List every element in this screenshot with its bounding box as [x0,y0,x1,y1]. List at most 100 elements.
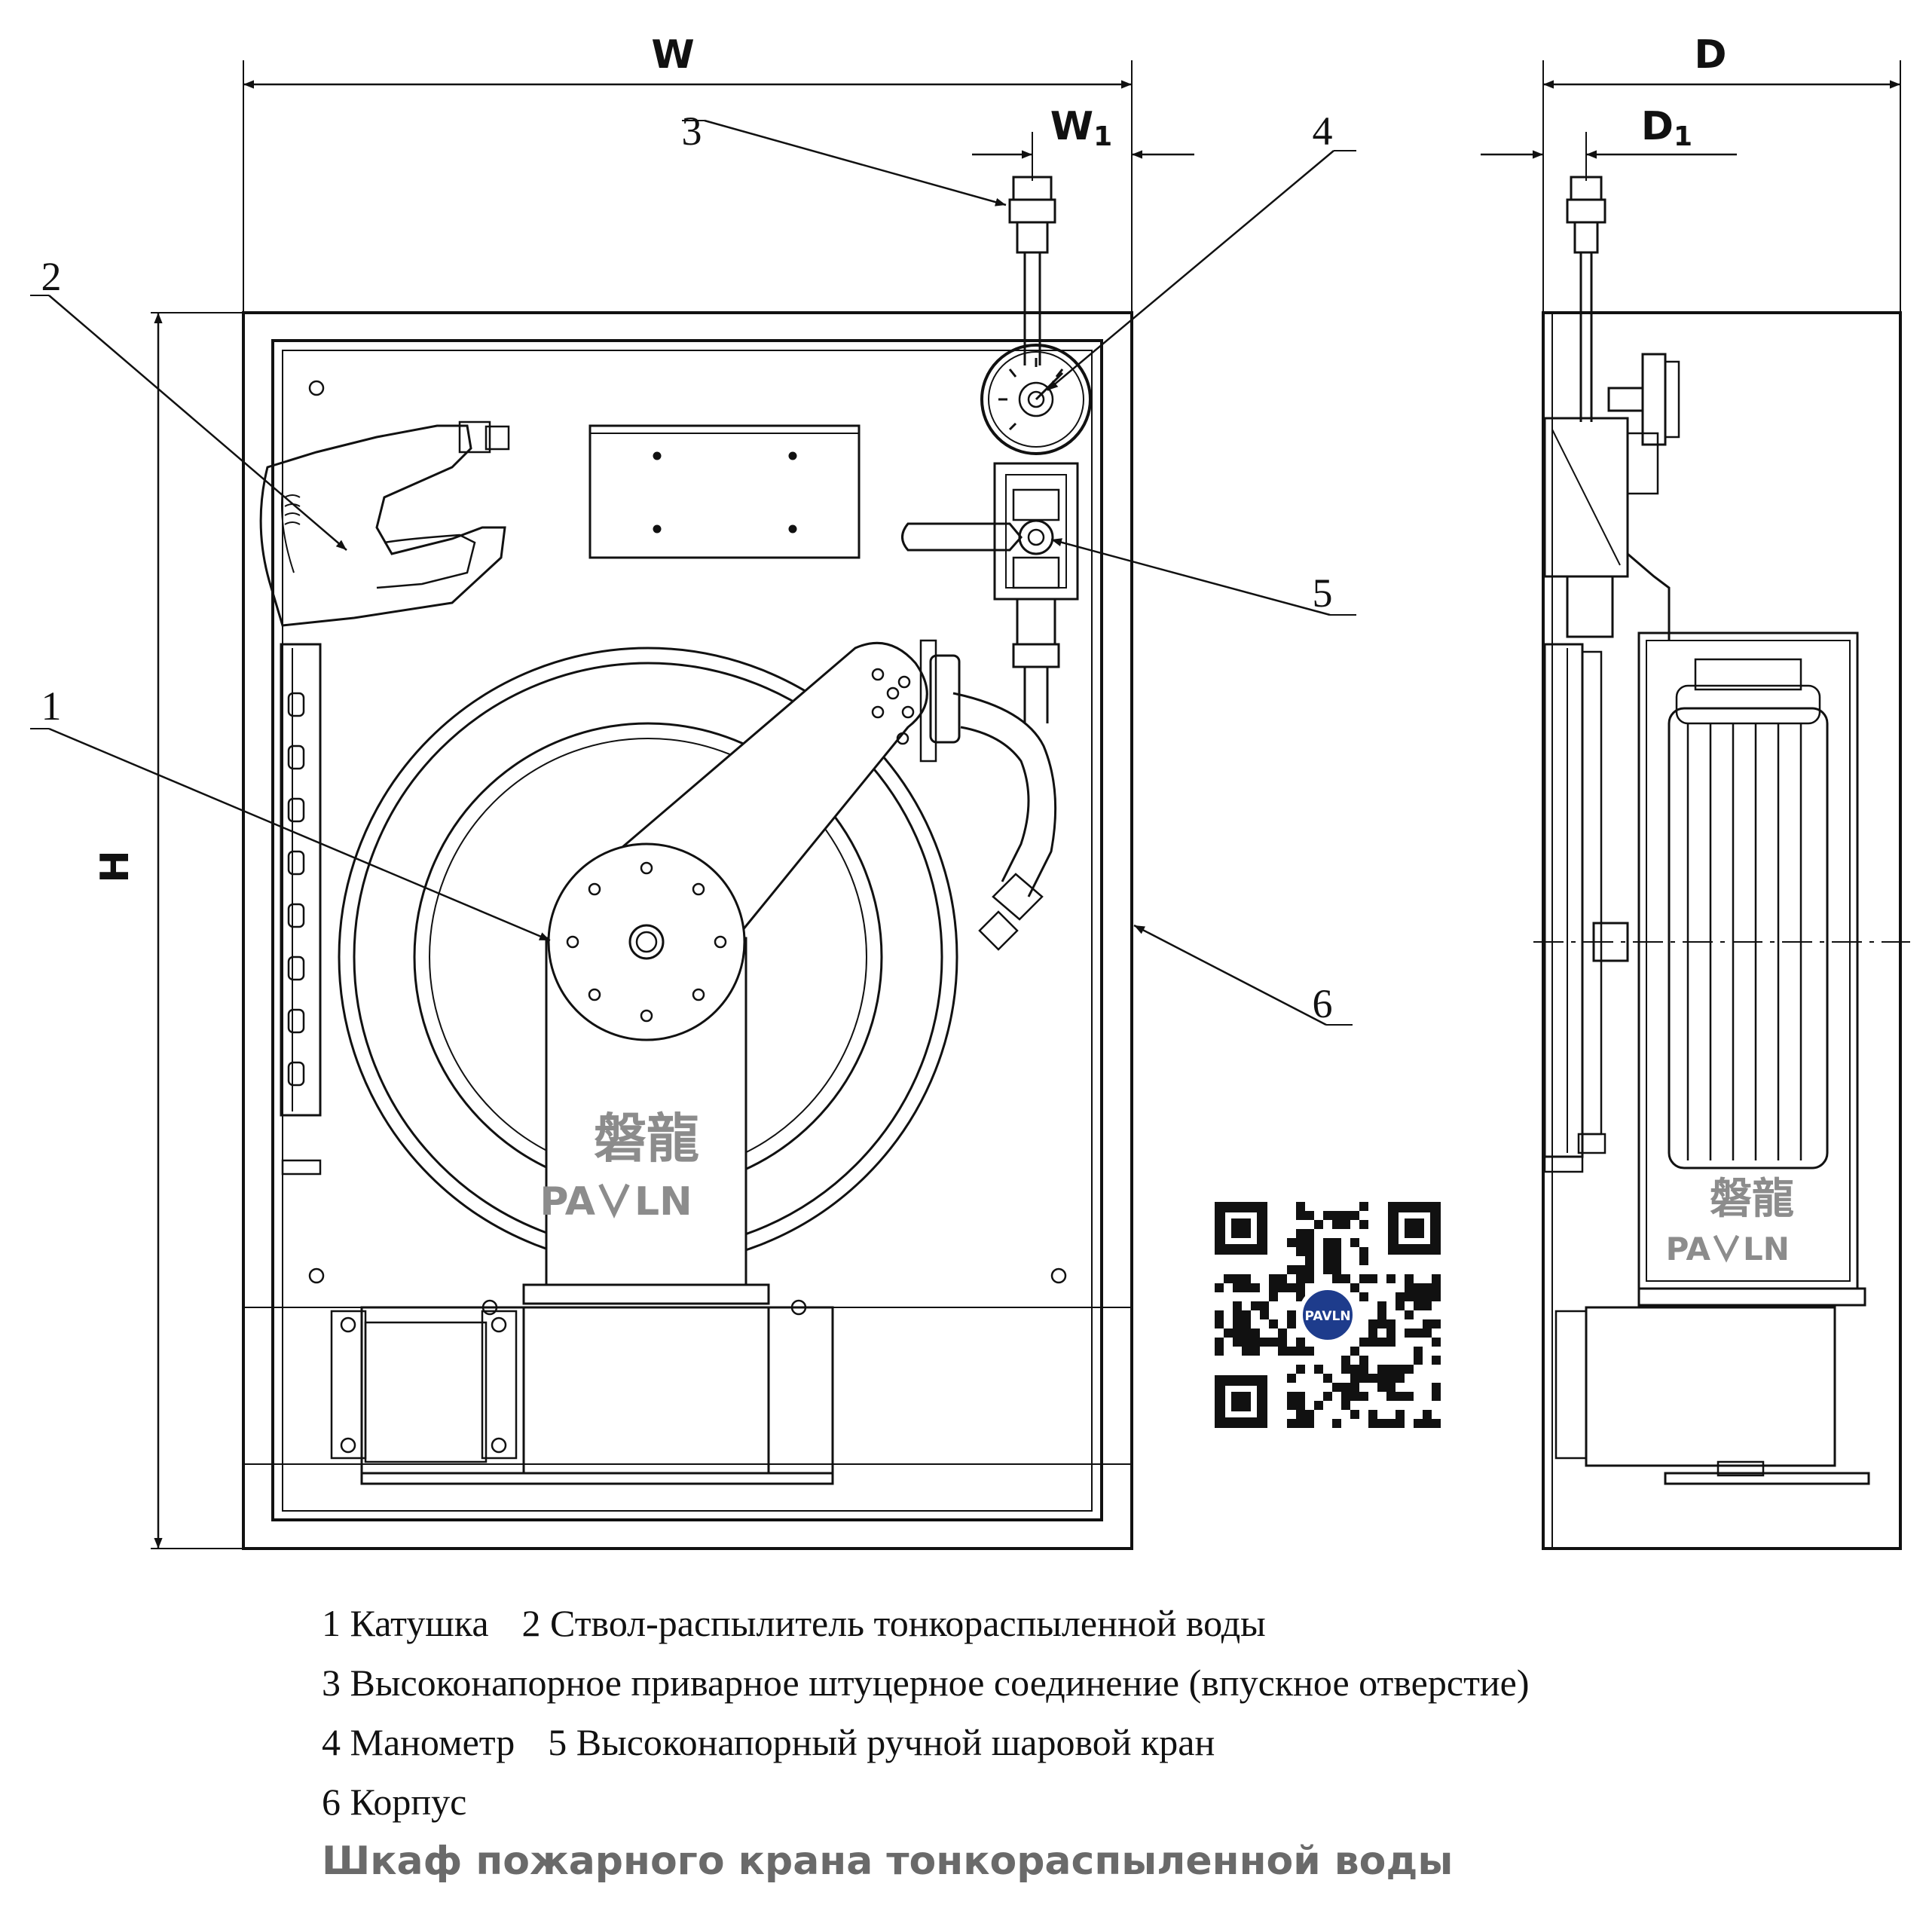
qr-module [1414,1283,1423,1292]
qr-module [1251,1301,1260,1310]
qr-module [1215,1338,1224,1347]
legend-item-2: 2 Ствол-распылитель тонкораспыленной вод… [521,1602,1266,1644]
brand-logo-side: PA LN [1666,1231,1790,1267]
qr-module [1377,1365,1386,1374]
qr-module [1287,1319,1296,1328]
qr-module [1396,1392,1405,1401]
qr-module [1386,1365,1396,1374]
callout-5: 5 [1313,570,1333,616]
svg-text:LN: LN [634,1179,692,1225]
qr-module [1350,1211,1359,1220]
qr-module [1432,1383,1441,1392]
legend-row-4: 6 Корпус [322,1772,1563,1832]
qr-module [1341,1365,1350,1374]
qr-module [1269,1319,1278,1328]
qr-module [1405,1292,1414,1301]
qr-module [1233,1301,1242,1310]
qr-module [1296,1274,1305,1283]
qr-module [1368,1319,1377,1328]
legend-item-4: 4 Манометр [322,1721,515,1763]
qr-module [1359,1274,1368,1283]
qr-module [1296,1247,1305,1256]
callout-3: 3 [682,109,702,154]
qr-module [1296,1365,1305,1374]
qr-module [1350,1347,1359,1356]
qr-module [1359,1392,1368,1401]
qr-module [1396,1301,1405,1310]
qr-module [1386,1274,1396,1283]
qr-module [1296,1211,1305,1220]
qr-module [1305,1419,1314,1428]
qr-module [1323,1256,1332,1265]
qr-module [1224,1274,1233,1283]
qr-module [1278,1274,1287,1283]
qr-module [1296,1238,1305,1247]
qr-module [1359,1356,1368,1365]
qr-module [1242,1274,1251,1283]
qr-module [1296,1401,1305,1410]
qr-module [1233,1283,1242,1292]
qr-module [1269,1274,1278,1283]
qr-module [1287,1419,1296,1428]
qr-module [1296,1410,1305,1419]
qr-module [1242,1319,1251,1328]
qr-module [1305,1347,1314,1356]
qr-module [1423,1328,1432,1338]
qr-module [1251,1283,1260,1292]
qr-module [1269,1338,1278,1347]
qr-module [1377,1419,1386,1428]
qr-module [1368,1374,1377,1383]
qr-module [1359,1256,1368,1265]
qr-module [1423,1419,1432,1428]
qr-module [1432,1292,1441,1301]
qr-module [1296,1347,1305,1356]
qr-module [1341,1392,1350,1401]
qr-module [1233,1319,1242,1328]
callout-4: 4 [1313,109,1333,154]
qr-module [1242,1338,1251,1347]
qr-module [1386,1328,1396,1338]
legend-item-6: 6 Корпус [322,1781,467,1823]
qr-module [1278,1283,1287,1292]
qr-module [1341,1220,1350,1229]
spray-nozzle-gun [259,420,510,627]
qr-module [1233,1328,1242,1338]
qr-module [1423,1410,1432,1419]
qr-module [1414,1347,1423,1356]
qr-module [1287,1347,1296,1356]
qr-module [1368,1274,1377,1283]
qr-module [1432,1392,1441,1401]
qr-module [1350,1392,1359,1401]
pressure-gauge [980,344,1092,455]
qr-module [1305,1274,1314,1283]
legend-item-1: 1 Катушка [322,1602,489,1644]
qr-module [1405,1283,1414,1292]
qr-module [1287,1238,1296,1247]
qr-module [1432,1356,1441,1365]
qr-module [1432,1338,1441,1347]
qr-module [1287,1374,1296,1383]
svg-text:LN: LN [1743,1231,1790,1267]
qr-module [1215,1283,1224,1292]
qr-module [1377,1374,1386,1383]
qr-module [1305,1265,1314,1274]
svg-text:PA: PA [1666,1231,1711,1267]
qr-module [1269,1283,1278,1292]
qr-module [1323,1265,1332,1274]
qr-module [1386,1374,1396,1383]
qr-module [1350,1374,1359,1383]
qr-code: PAVLN [1215,1202,1441,1428]
qr-module [1350,1283,1359,1292]
qr-module [1377,1338,1386,1347]
qr-module [1242,1328,1251,1338]
qr-module [1359,1338,1368,1347]
callout-6: 6 [1313,981,1333,1026]
dimension-w1: W1 [1050,104,1112,152]
qr-module [1377,1301,1386,1310]
qr-module [1305,1247,1314,1256]
qr-module [1215,1319,1224,1328]
qr-module [1405,1392,1414,1401]
qr-module [1305,1256,1314,1265]
qr-module [1359,1202,1368,1211]
